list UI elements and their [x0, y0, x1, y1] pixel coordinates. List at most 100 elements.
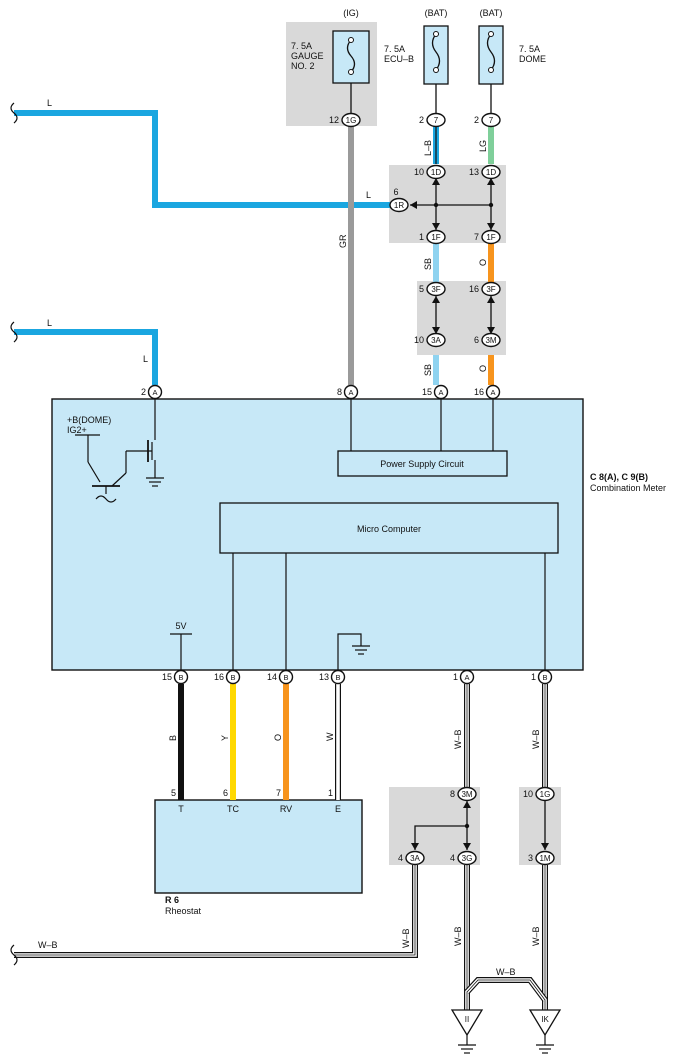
connector-pin: 16 [214, 672, 224, 682]
connector-pin: 4 [450, 853, 455, 863]
rheostat-title: R 6 [165, 895, 179, 905]
meter-title: C 8(A), C 9(B) [590, 472, 648, 482]
meter-label-ig: IG2+ [67, 425, 87, 435]
connector-dome-3m: 3M6 [474, 332, 501, 348]
connector-id: B [335, 673, 340, 682]
wire-label: O [478, 365, 488, 372]
meter-label-dome: +B(DOME) [67, 415, 111, 425]
wire-label: L [47, 318, 52, 328]
connector-id: 1G [346, 116, 357, 125]
connector-pin: 8 [337, 387, 342, 397]
wire-label: W–B [496, 967, 516, 977]
rheo-pin-num: 7 [276, 788, 281, 798]
rheo-pin-name: RV [280, 804, 292, 814]
connector-meter-b14: B14 [267, 669, 294, 685]
connector-ecub-3a: 3A 10 [414, 332, 446, 348]
wire-label: W–B [531, 926, 541, 946]
connector-pin: 5 [419, 284, 424, 294]
connector-meter-a16: A 16 [474, 384, 501, 400]
fuse-dome-supply: (BAT) [480, 8, 503, 18]
power-supply-label: Power Supply Circuit [380, 459, 464, 469]
connector-pin: 8 [450, 789, 455, 799]
connector-pin: 15 [422, 387, 432, 397]
wire-label: L [366, 190, 371, 200]
wire-label: Y [220, 735, 230, 741]
connector-id: 3A [410, 854, 420, 863]
connector-pin: 4 [398, 853, 403, 863]
meter-subtitle: Combination Meter [590, 483, 666, 493]
connector-meter-b15: B 15 [162, 669, 189, 685]
connector-id: 1D [431, 168, 441, 177]
ground-ik [528, 1009, 562, 1054]
wire-label: L–B [423, 140, 433, 156]
fuse-ecub-icon [431, 33, 441, 71]
fuse-ecub-rating: 7. 5A [384, 44, 405, 54]
connector-id: 7 [489, 116, 494, 125]
connector-pin: 6 [393, 187, 398, 197]
wire-label: O [478, 259, 488, 266]
fuse-dome-name: DOME [519, 54, 546, 64]
connector-pin: 10 [414, 335, 424, 345]
wire-label: W–B [453, 729, 463, 749]
connector-pin: 6 [474, 335, 479, 345]
connector-meter-b16: B 16 [214, 669, 241, 685]
connector-pin: 14 [267, 672, 277, 682]
connector-meter-b13: B13 [319, 669, 346, 685]
rheo-pin-num: 1 [328, 788, 333, 798]
micro-computer-label: Micro Computer [357, 524, 421, 534]
wire-label: W [325, 732, 335, 741]
wire-wb-left [14, 865, 418, 958]
connector-pin: 2 [474, 115, 479, 125]
connector-pin: 1 [531, 672, 536, 682]
fuse-gauge-name2: NO. 2 [291, 61, 315, 71]
break-icon [10, 944, 18, 966]
connector-id: A [464, 673, 469, 682]
connector-pin: 10 [523, 789, 533, 799]
wire-wb-bridge [464, 977, 548, 1002]
connector-id: 3G [462, 854, 473, 863]
connector-id: A [152, 388, 157, 397]
fuse-gauge-name1: GAUGE [291, 51, 324, 61]
break-icon [10, 321, 18, 343]
connector-id: 3F [486, 285, 495, 294]
connector-id: B [178, 673, 183, 682]
micro-computer [219, 502, 559, 554]
wire-label: SB [423, 258, 433, 270]
rheo-pin-num: 6 [223, 788, 228, 798]
connector-pin: 16 [469, 284, 479, 294]
connector-id: 1F [431, 233, 440, 242]
connector-id: B [230, 673, 235, 682]
wire-label: L [47, 98, 52, 108]
wire-l-mid [14, 329, 158, 385]
connector-id: A [490, 388, 495, 397]
fuse-gauge-icon [346, 39, 356, 73]
connector-pin: 2 [419, 115, 424, 125]
fuse-ecub-supply: (BAT) [425, 8, 448, 18]
connector-id: 3A [431, 336, 441, 345]
connector-j-3m-top: 3M 8 [450, 786, 477, 802]
fuse-ecub-name: ECU–B [384, 54, 414, 64]
wire-label: W–B [453, 926, 463, 946]
connector-ecub-in: 72 [419, 112, 446, 128]
ground-ik-label: IK [541, 1015, 549, 1024]
connector-id: A [438, 388, 443, 397]
connector-meter-a1: A1 [453, 669, 475, 685]
wire-label: W–B [531, 729, 541, 749]
connector-j-1m: 1M3 [528, 850, 555, 866]
connector-left-1r: 1R6 [389, 187, 409, 213]
connector-pin: 15 [162, 672, 172, 682]
rheo-pin-name: T [178, 804, 184, 814]
connector-pin: 12 [329, 115, 339, 125]
connector-gauge-out: 1G 12 [329, 112, 361, 128]
connector-pin: 7 [474, 232, 479, 242]
connector-id: 3M [461, 790, 472, 799]
connector-pin: 1 [453, 672, 458, 682]
connector-pin: 16 [474, 387, 484, 397]
connector-dome-1f: 1F7 [474, 229, 501, 245]
wire-label: SB [423, 364, 433, 376]
connector-meter-a8: A8 [337, 384, 359, 400]
rheostat-box [154, 799, 363, 894]
